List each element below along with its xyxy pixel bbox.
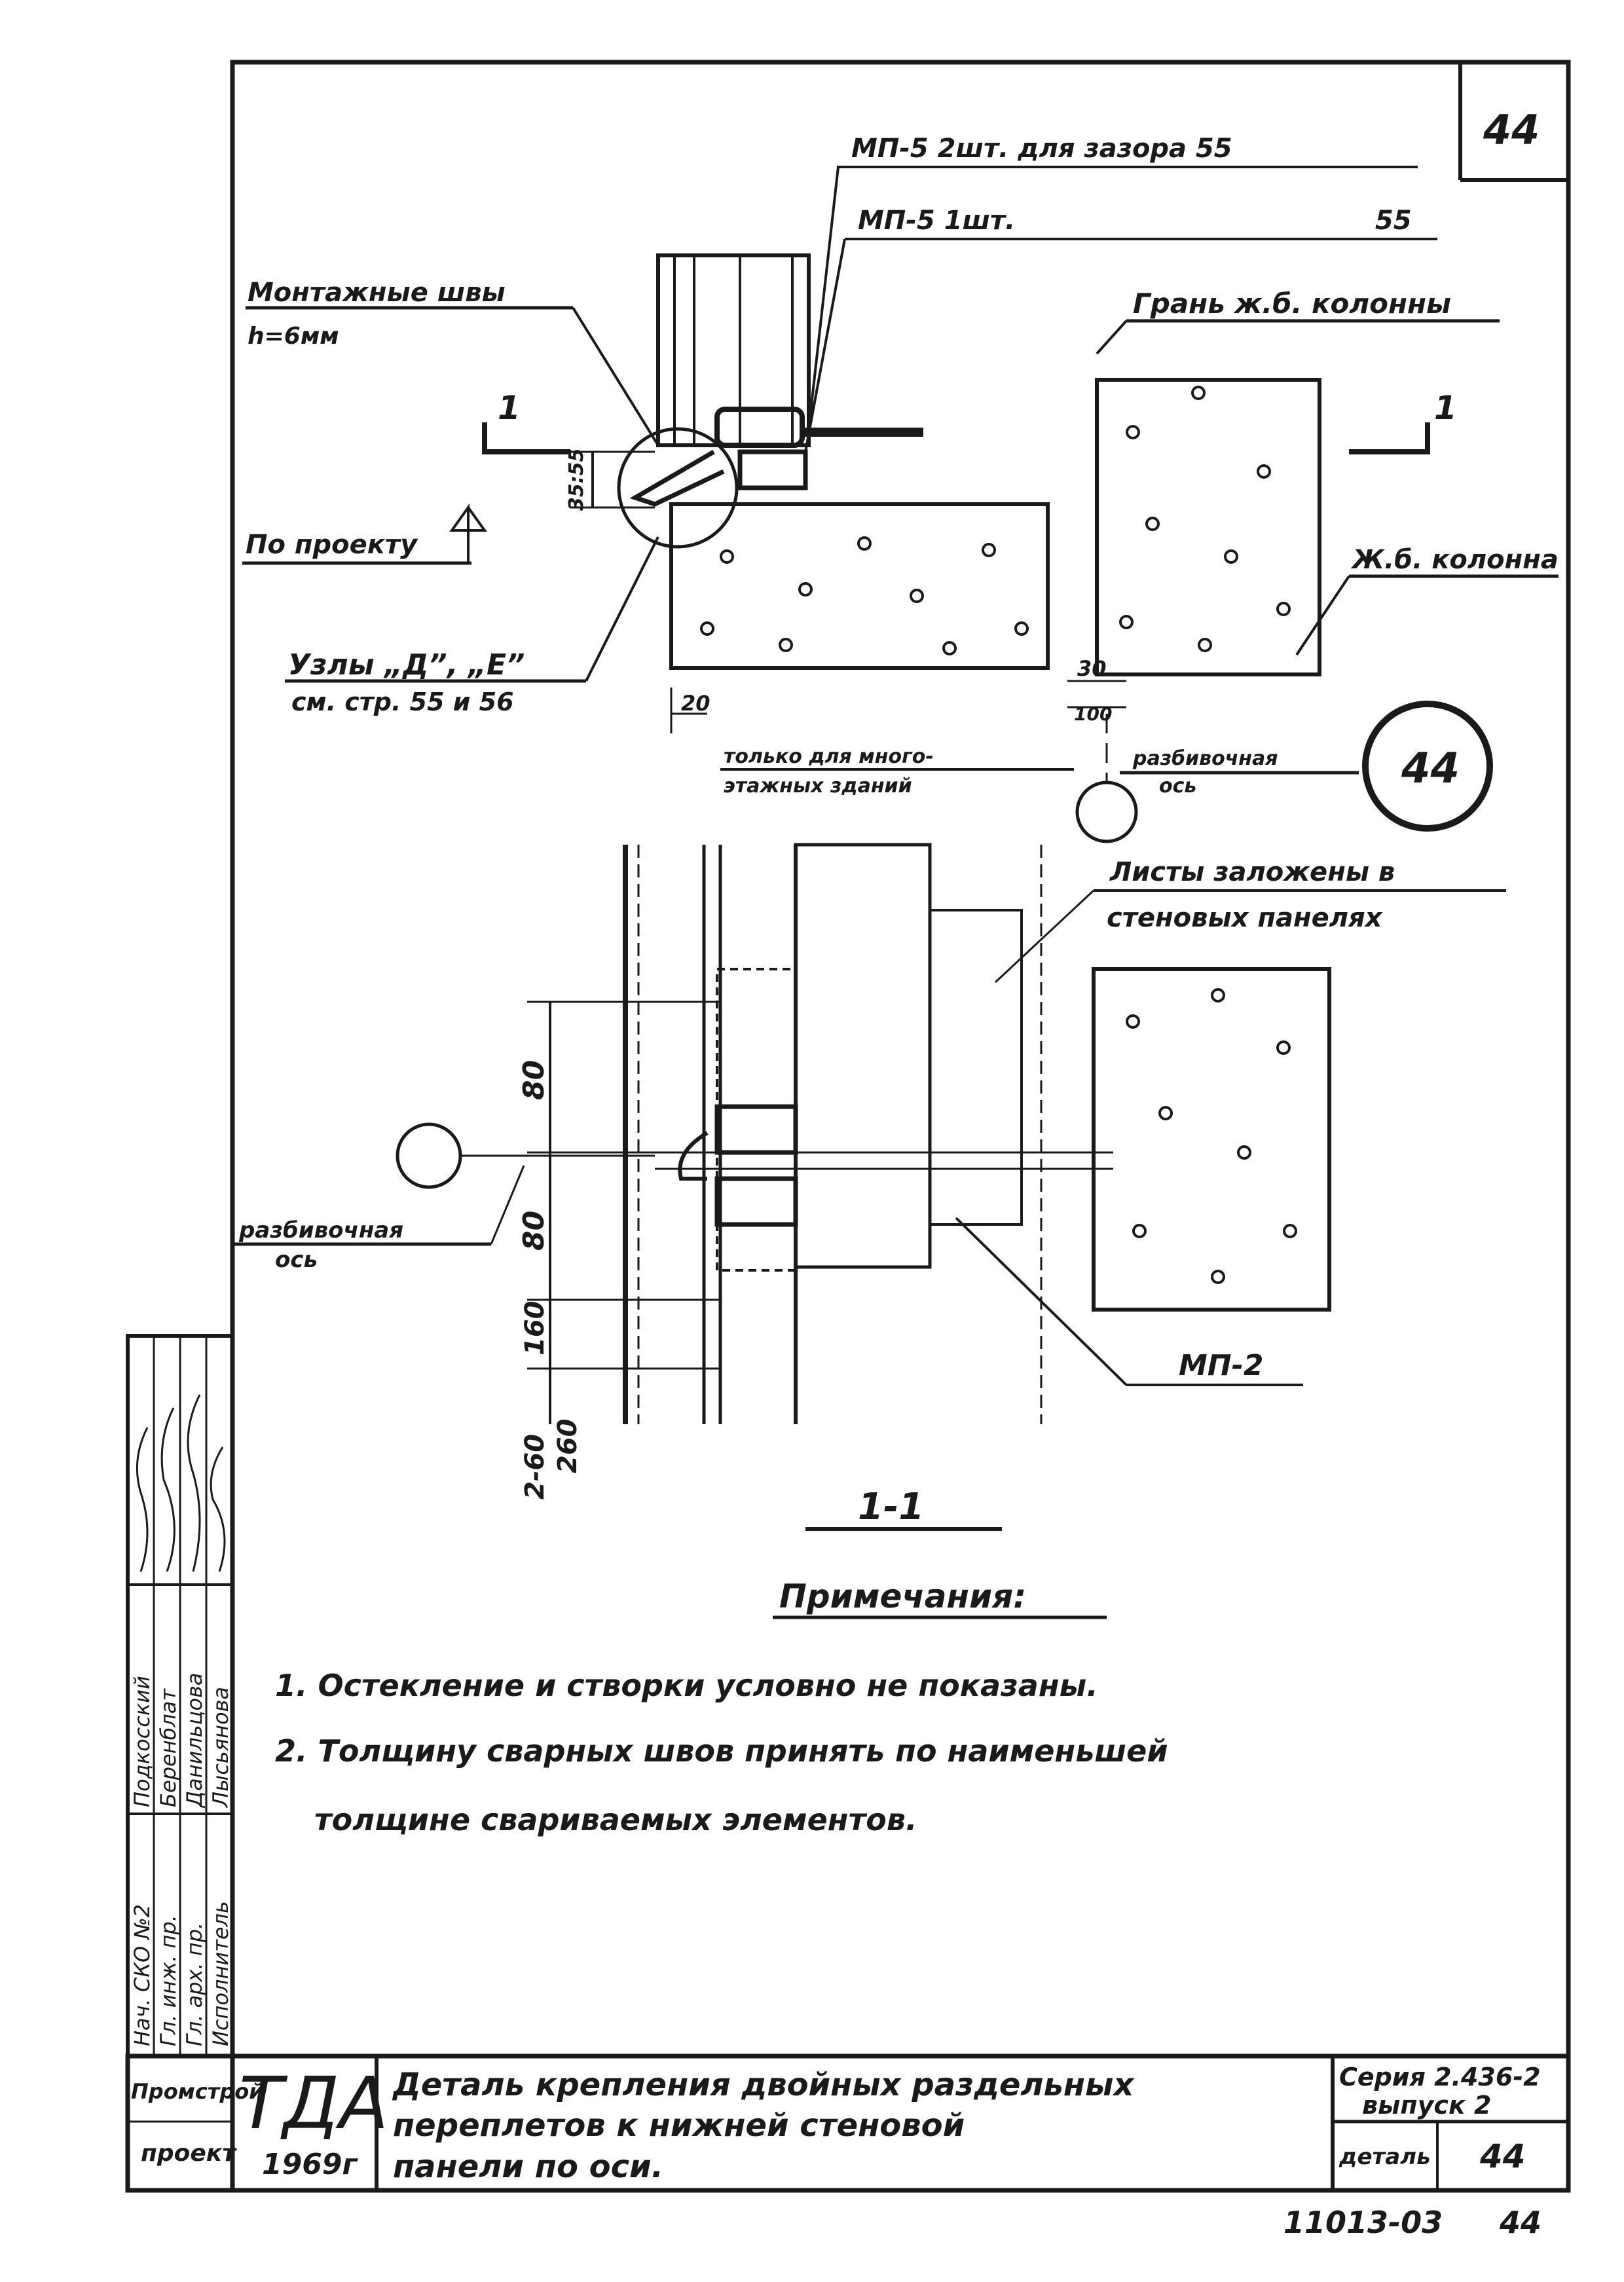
label-by-project: По проекту bbox=[246, 530, 418, 560]
dim-2x60: 2-60 bbox=[520, 1434, 550, 1500]
title-block bbox=[125, 2053, 1571, 2193]
callout-line-2-left: МП-5 1шт. bbox=[858, 206, 1015, 236]
title-line-1: Деталь крепления двойных раздельных bbox=[392, 2067, 1135, 2103]
note-1: 1. Остекление и створки условно не показ… bbox=[275, 1668, 1098, 1703]
section-mark-left: 1 bbox=[498, 389, 521, 427]
dim-35: 35:55 bbox=[565, 449, 588, 511]
label-multistorey-2: этажных зданий bbox=[724, 775, 912, 798]
dim-100: 100 bbox=[1074, 703, 1112, 725]
dim-80b: 80 bbox=[517, 1211, 551, 1251]
detail-number: 44 bbox=[1479, 2137, 1526, 2175]
callout-line-1: МП-5 2шт. для зазора 55 bbox=[851, 134, 1232, 164]
title-line-2: переплетов к нижней стеновой bbox=[393, 2107, 965, 2144]
signature-role-4: Исполнитель bbox=[208, 1901, 233, 2046]
signature-scribble-3 bbox=[187, 1394, 201, 1572]
signature-scribble-2 bbox=[160, 1407, 175, 1572]
label-axis-top-2: ось bbox=[1159, 775, 1196, 798]
note-2b: толщине свариваемых элементов. bbox=[314, 1802, 917, 1837]
org-name-2: проект bbox=[141, 2140, 237, 2167]
label-multistorey-1: только для много- bbox=[724, 745, 934, 768]
signature-scribble-4 bbox=[210, 1446, 226, 1572]
label-axis-left-2: ось bbox=[275, 1247, 318, 1273]
title-line-3: панели по оси. bbox=[393, 2148, 663, 2185]
stamp-tda: ТДА bbox=[239, 2061, 388, 2145]
signature-name-2: Беренблат bbox=[156, 1688, 181, 1807]
series: Серия 2.436-2 bbox=[1339, 2063, 1541, 2091]
year: 1969г bbox=[262, 2148, 358, 2181]
issue: выпуск 2 bbox=[1362, 2091, 1491, 2120]
signature-role-2: Гл. инж. пр. bbox=[156, 1915, 181, 2046]
signature-role-3: Гл. арх. пр. bbox=[182, 1923, 207, 2046]
archive-sheet: 44 bbox=[1499, 2205, 1541, 2240]
label-axis-left-1: разбивочная bbox=[238, 1217, 403, 1243]
label-nodes-ref: см. стр. 55 и 56 bbox=[291, 688, 514, 716]
sheet-number: 44 bbox=[1483, 106, 1540, 154]
signature-scribble-1 bbox=[136, 1427, 149, 1572]
signature-name-1: Подкосский bbox=[130, 1676, 155, 1807]
label-weld-h: h=6мм bbox=[248, 323, 339, 350]
notes-heading: Примечания: bbox=[779, 1577, 1026, 1615]
note-2a: 2. Толщину сварных швов принять по наиме… bbox=[275, 1733, 1168, 1769]
top-detail bbox=[242, 166, 1559, 843]
archive-number: 11013-03 bbox=[1283, 2205, 1443, 2240]
signature-role-1: Нач. СКО №2 bbox=[130, 1904, 155, 2046]
label-column: Ж.б. колонна bbox=[1350, 545, 1559, 575]
label-column-face: Грань ж.б. колонны bbox=[1133, 287, 1451, 320]
dim-80a: 80 bbox=[517, 1060, 551, 1100]
signature-name-3: Данильцова bbox=[182, 1673, 207, 1809]
axis-bubble-label: 44 bbox=[1401, 745, 1460, 793]
label-sheets-2: стеновых панелях bbox=[1107, 903, 1383, 933]
detail-label: деталь bbox=[1338, 2144, 1431, 2170]
section-title: 1-1 bbox=[858, 1486, 924, 1528]
dim-260: 260 bbox=[553, 1419, 583, 1474]
org-name-1: Промстрой bbox=[131, 2079, 264, 2104]
label-nodes: Узлы „Д”, „Е” bbox=[288, 648, 525, 682]
signature-name-4: Лысьянова bbox=[208, 1687, 233, 1808]
dim-30: 30 bbox=[1077, 656, 1107, 681]
label-mount-welds: Монтажные швы bbox=[248, 278, 506, 308]
label-sheets-1: Листы заложены в bbox=[1109, 857, 1395, 887]
section-mark-right: 1 bbox=[1434, 389, 1457, 427]
section-detail bbox=[232, 843, 1506, 1619]
label-axis-top-1: разбивочная bbox=[1132, 747, 1278, 770]
callout-line-2-right: 55 bbox=[1375, 206, 1412, 236]
dim-160: 160 bbox=[520, 1301, 550, 1356]
label-mp2: МП-2 bbox=[1179, 1349, 1264, 1382]
dim-20: 20 bbox=[681, 691, 710, 716]
